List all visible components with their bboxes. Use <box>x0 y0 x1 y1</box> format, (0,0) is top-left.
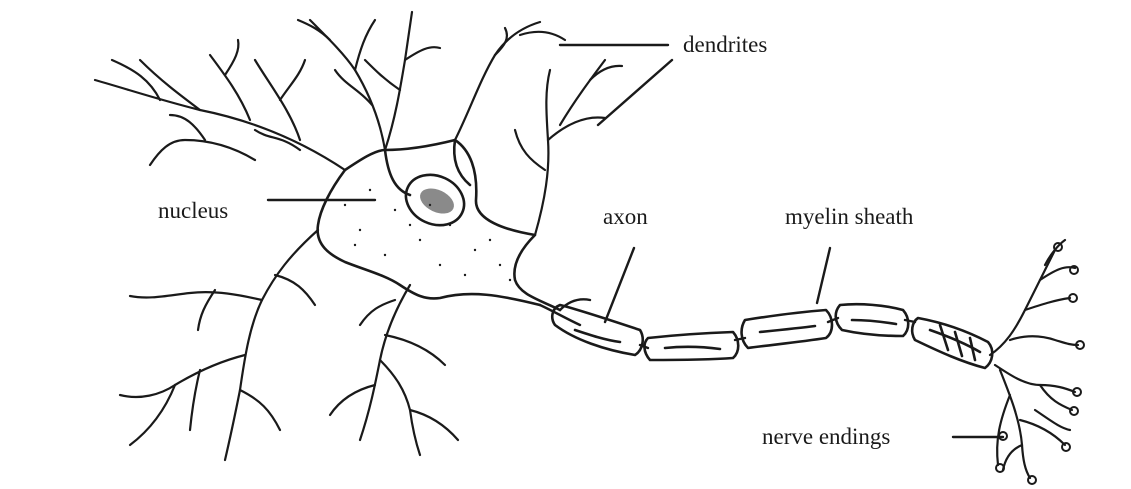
dendrite-tree-lower-middle <box>330 285 458 455</box>
myelin-segment <box>836 304 909 336</box>
dendrite-tree-upper-left <box>95 40 345 170</box>
label-nucleus: nucleus <box>158 198 228 223</box>
myelin-segment <box>552 305 642 355</box>
label-dendrites: dendrites <box>683 32 767 57</box>
axon-shape <box>540 299 915 348</box>
myelin-segment <box>742 310 832 348</box>
dendrite-tree-upper-right <box>455 22 622 235</box>
dendrites-leader-line <box>598 60 672 125</box>
dendrite-tree-lower-left <box>120 230 318 460</box>
myelin-segment <box>912 318 992 368</box>
axon-leader-line <box>605 248 634 322</box>
myelin-segment <box>644 332 738 360</box>
label-myelin-sheath: myelin sheath <box>785 204 914 229</box>
myelin-sheath-segments <box>552 304 992 368</box>
label-nerve-endings: nerve endings <box>762 424 890 449</box>
dendrite-tree-upper-middle <box>298 12 440 150</box>
myelin-sheath-leader-line <box>817 248 830 303</box>
label-axon: axon <box>603 204 648 229</box>
